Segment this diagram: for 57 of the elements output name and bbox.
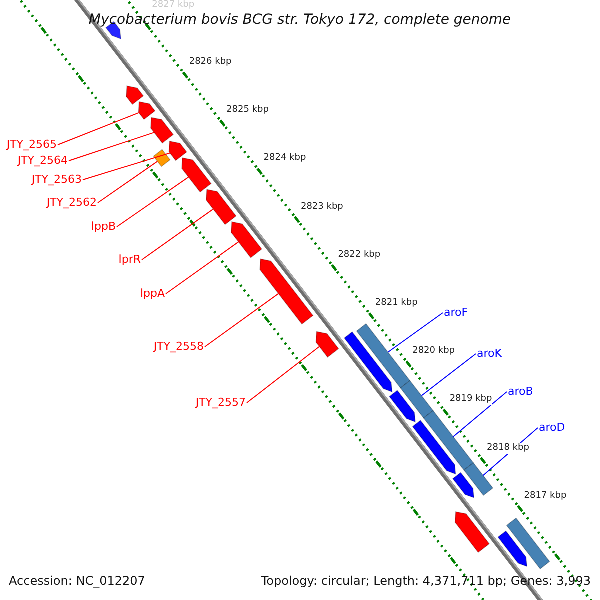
gene-bar: [389, 390, 416, 423]
leader-line: [142, 208, 214, 260]
feature-bar: [400, 380, 434, 419]
feature-bar: [506, 518, 550, 570]
gene-bar: [168, 140, 188, 162]
scale-label: 2825 kbp: [226, 105, 269, 116]
gene-bar: [182, 158, 212, 193]
leader-line: [82, 152, 171, 180]
gene-label: lppA: [140, 287, 165, 301]
gene-bar: [150, 117, 174, 144]
scale-label: 2820 kbp: [412, 346, 456, 358]
scale-label: 2819 kbp: [450, 394, 492, 406]
gene-bar: [412, 420, 456, 475]
gene-bar: [454, 512, 490, 554]
scale-label: 2822 kbp: [338, 250, 381, 261]
gene-label: JTY_2557: [196, 396, 246, 410]
leader-line: [116, 176, 190, 228]
leader-line: [452, 392, 508, 438]
gene-bar: [206, 189, 237, 226]
scale-label: 2821 kbp: [375, 298, 418, 309]
scale-label: 2817 kbp: [524, 490, 567, 502]
gene-bar: [498, 530, 528, 568]
scale-label: 2818 kbp: [487, 442, 530, 454]
leader-line: [421, 354, 476, 396]
gene-bar: [231, 222, 263, 258]
feature-bar: [423, 410, 474, 471]
gene-bar: [126, 86, 144, 106]
gene-label: JTY_2565: [6, 138, 57, 152]
gene-label: aroF: [444, 306, 468, 320]
leader-line: [166, 242, 240, 294]
feature-bar: [464, 462, 494, 496]
gene-label: JTY_2564: [18, 154, 68, 168]
leader-line: [68, 132, 155, 162]
accession-text: Accession: NC_012207: [9, 573, 146, 589]
leader-line: [58, 112, 140, 146]
gene-bar: [452, 472, 475, 498]
gene-label: JTY_2558: [154, 340, 204, 354]
gene-bar: [138, 101, 156, 120]
gene-bar: [316, 331, 340, 358]
gene-bar: [344, 332, 393, 393]
gene-label: aroD: [539, 421, 566, 435]
gene-label: aroK: [477, 347, 502, 361]
leader-line: [246, 346, 320, 404]
gene-label: lppB: [91, 220, 116, 234]
gene-label: lprR: [118, 253, 141, 267]
feature-bar: [356, 323, 411, 389]
leader-line: [388, 312, 444, 353]
leader-line: [98, 161, 158, 204]
scale-label: 2826 kbp: [189, 57, 232, 68]
scale-label: 2823 kbp: [300, 202, 344, 213]
gene-label: JTY_2563: [32, 173, 82, 187]
gene-label: aroB: [508, 385, 534, 399]
gene-label: JTY_2562: [46, 196, 97, 210]
scale-label: 2824 kbp: [264, 153, 306, 164]
gene-bar: [260, 258, 314, 325]
leader-line: [204, 293, 280, 348]
gene-block: [153, 149, 171, 168]
